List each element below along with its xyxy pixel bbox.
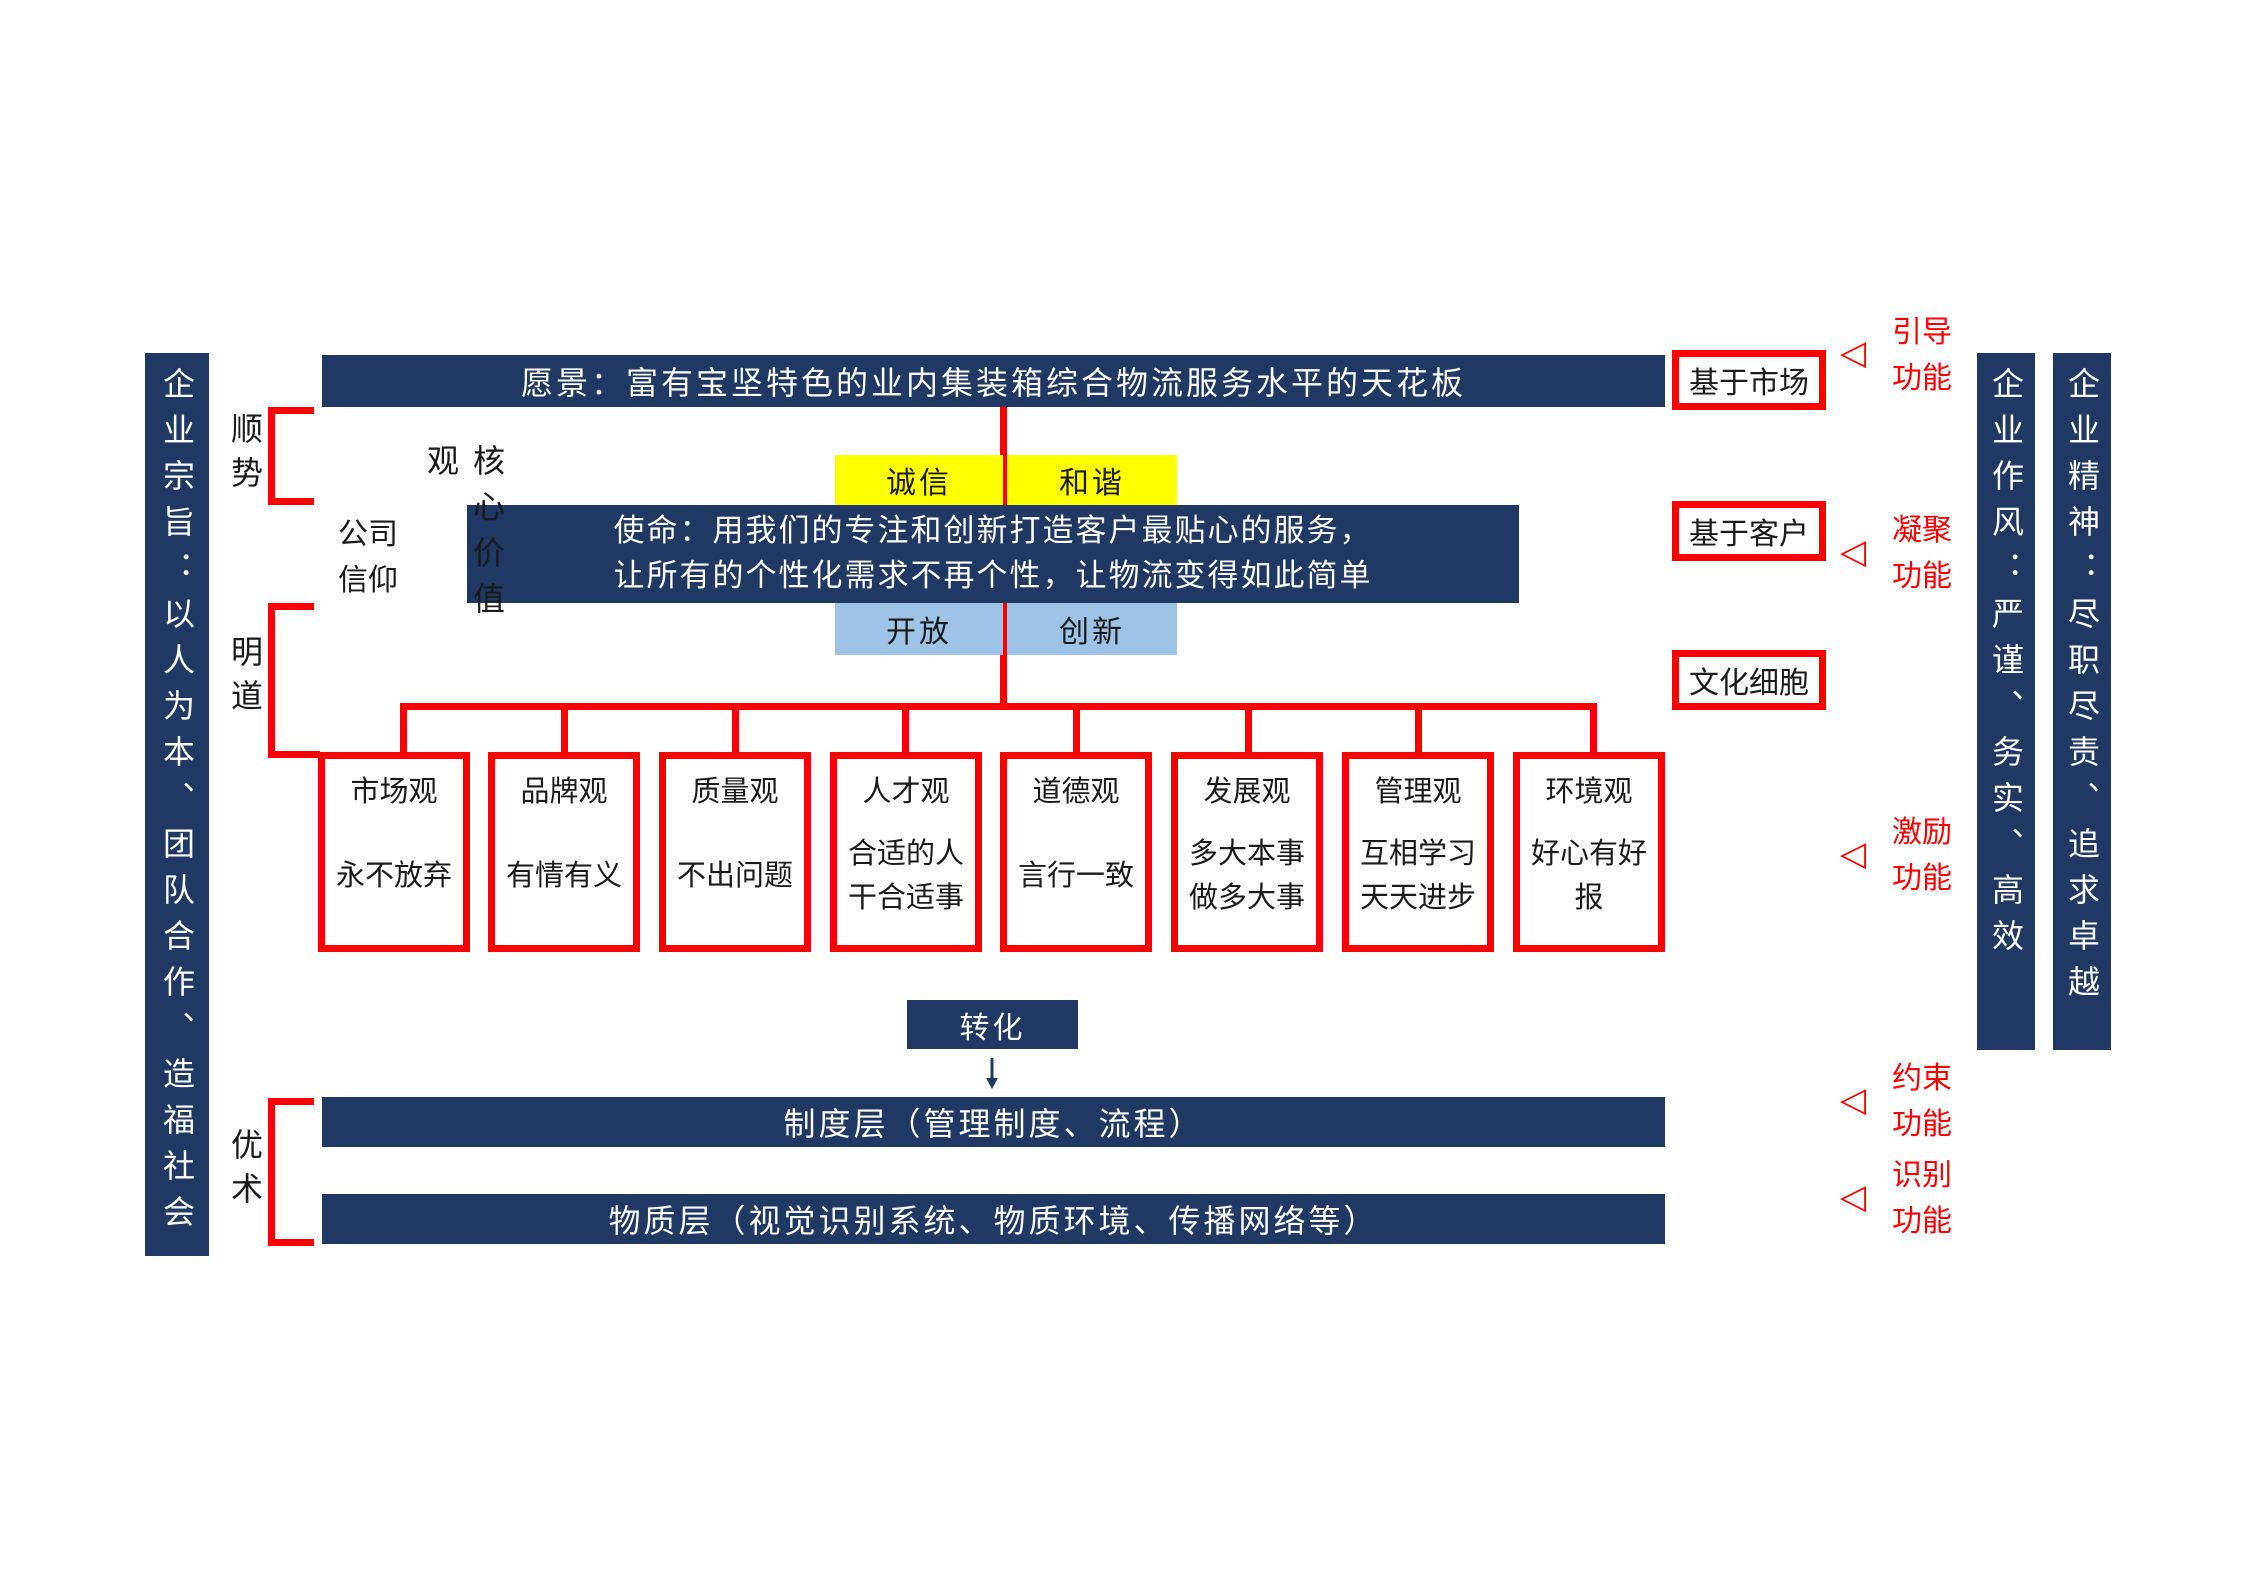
bracket-shunshi-vertical [268, 407, 275, 505]
value-box-management: 管理观 互相学习 天天进步 [1342, 752, 1494, 952]
function-guide: 引导 功能 [1892, 315, 1952, 396]
branch-drop-6 [1245, 703, 1252, 753]
value-box-ethics: 道德观 言行一致 [1000, 752, 1152, 952]
value-box-brand: 品牌观 有情有义 [488, 752, 640, 952]
enterprise-style-text: 企业作风：严谨、务实、高效 [1987, 367, 2025, 965]
branch-drop-4 [902, 703, 909, 753]
mission-bar: 使命：用我们的专注和创新打造客户最贴心的服务， 让所有的个性化需求不再个性，让物… [467, 505, 1519, 603]
branch-drop-1 [400, 703, 407, 753]
triangle-icon-incentive: ◁ [1840, 834, 1867, 874]
label-youshu: 优术 [226, 1128, 264, 1216]
triangle-icon-cohesion: ◁ [1840, 532, 1867, 572]
core-value-harmony: 和谐 [1007, 455, 1177, 505]
basis-customer-box: 基于客户 [1672, 501, 1826, 561]
triangle-icon-identification: ◁ [1840, 1177, 1867, 1217]
branch-drop-2 [561, 703, 568, 753]
core-value-innovation: 创新 [1007, 603, 1177, 655]
value-box-market: 市场观 永不放弃 [318, 752, 470, 952]
mission-line-1: 使命：用我们的专注和创新打造客户最贴心的服务， [613, 513, 1373, 549]
triangle-icon-guide: ◁ [1840, 333, 1867, 373]
value-box-development: 发展观 多大本事 做多大事 [1171, 752, 1323, 952]
value-box-talent: 人才观 合适的人 干合适事 [830, 752, 982, 952]
label-company-belief: 公司 信仰 [338, 517, 398, 598]
material-layer-bar: 物质层（视觉识别系统、物质环境、传播网络等） [322, 1194, 1665, 1244]
label-core-values: 核心价值观 [422, 444, 506, 628]
enterprise-purpose-text: 企业宗旨：以人为本、团队合作、造福社会 [158, 367, 196, 1241]
enterprise-spirit-text: 企业精神：尽职尽责、追求卓越 [2063, 367, 2101, 1011]
value-box-environment: 环境观 好心有好 报 [1513, 752, 1665, 952]
label-shunshi: 顺势 [226, 412, 264, 500]
bracket-mingdao-top [268, 603, 314, 610]
function-identification: 识别 功能 [1892, 1158, 1952, 1239]
bracket-youshu-vertical [268, 1098, 275, 1246]
core-value-openness: 开放 [835, 603, 1003, 655]
function-cohesion: 凝聚 功能 [1892, 513, 1952, 594]
bracket-shunshi-top [268, 407, 314, 414]
label-mingdao: 明道 [226, 635, 264, 723]
branch-drop-8 [1590, 703, 1597, 753]
branch-drop-7 [1415, 703, 1422, 753]
connector-horizontal-branch [400, 703, 1597, 710]
core-value-integrity: 诚信 [835, 455, 1003, 505]
vision-bar: 愿景：富有宝坚特色的业内集装箱综合物流服务水平的天花板 [322, 355, 1665, 407]
function-constraint: 约束 功能 [1892, 1061, 1952, 1142]
function-incentive: 激励 功能 [1892, 815, 1952, 896]
bracket-youshu-top [268, 1098, 314, 1105]
branch-drop-5 [1073, 703, 1080, 753]
bracket-mingdao-bottom [268, 751, 320, 758]
mission-line-2: 让所有的个性化需求不再个性，让物流变得如此简单 [613, 558, 1373, 594]
culture-cell-box: 文化细胞 [1672, 650, 1826, 710]
triangle-icon-constraint: ◁ [1840, 1080, 1867, 1120]
vision-text: 愿景：富有宝坚特色的业内集装箱综合物流服务水平的天花板 [520, 364, 1466, 402]
bracket-mingdao-vertical [268, 603, 275, 758]
value-box-quality: 质量观 不出问题 [659, 752, 811, 952]
basis-market-box: 基于市场 [1672, 350, 1826, 410]
down-arrow-icon [986, 1058, 998, 1089]
bracket-shunshi-bottom [268, 498, 314, 505]
enterprise-style-pillar: 企业作风：严谨、务实、高效 [1977, 353, 2035, 1050]
enterprise-purpose-pillar: 企业宗旨：以人为本、团队合作、造福社会 [145, 353, 209, 1256]
system-layer-bar: 制度层（管理制度、流程） [322, 1097, 1665, 1147]
enterprise-spirit-pillar: 企业精神：尽职尽责、追求卓越 [2053, 353, 2111, 1050]
bracket-youshu-bottom [268, 1239, 314, 1246]
branch-drop-3 [732, 703, 739, 753]
transform-box: 转化 [907, 1000, 1078, 1049]
